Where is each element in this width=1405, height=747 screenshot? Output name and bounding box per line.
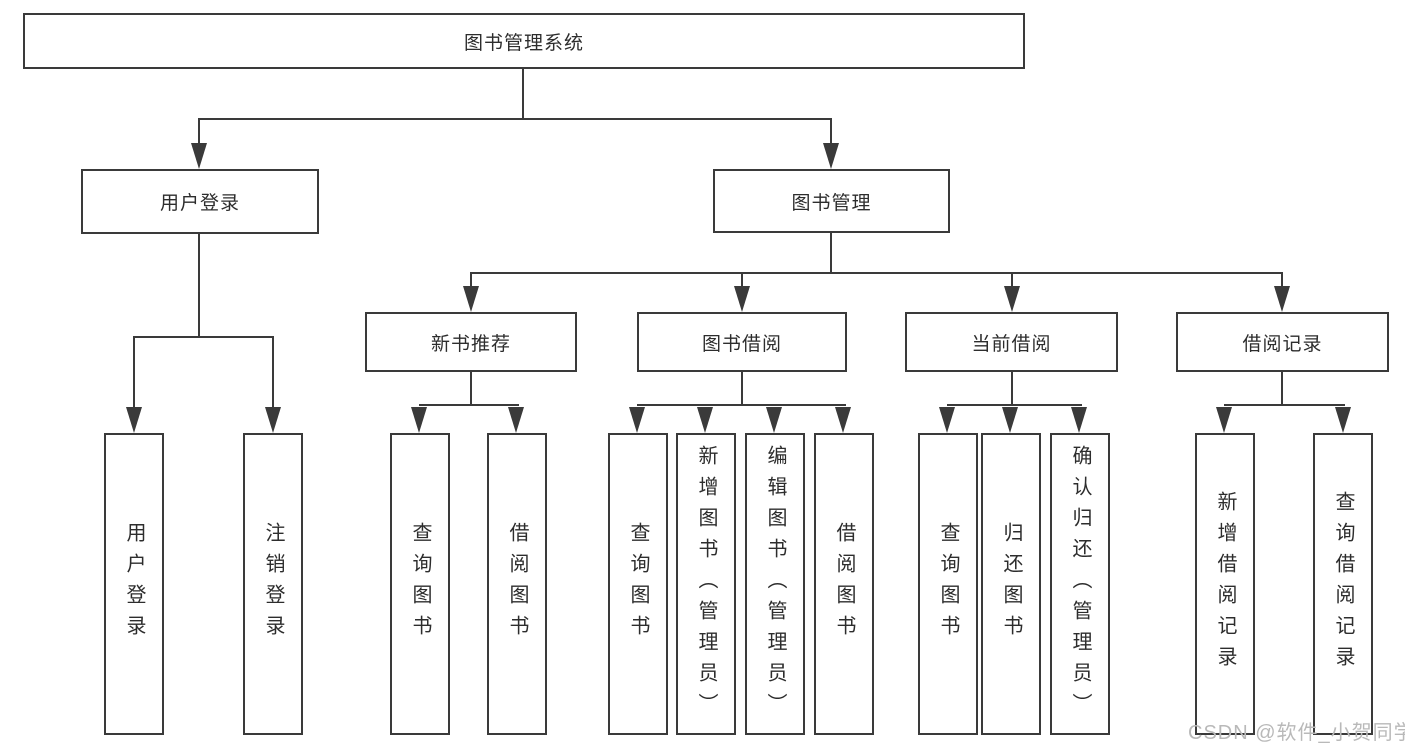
node-label: 图书管理 bbox=[791, 192, 872, 214]
node-label: 当前借阅 bbox=[971, 333, 1052, 355]
leaf-label: 查询借阅记录 bbox=[1332, 491, 1354, 677]
connector-line bbox=[198, 233, 200, 337]
connector-line bbox=[741, 372, 743, 406]
leaf-borrow-books-recommend: 借阅图书 bbox=[487, 433, 547, 735]
connector-line bbox=[830, 118, 832, 146]
leaf-return-books: 归还图书 bbox=[981, 433, 1041, 735]
csdn-watermark: CSDN @软件_小贺同学 bbox=[1188, 722, 1405, 744]
connector-line bbox=[830, 232, 832, 273]
leaf-borrow-books: 借阅图书 bbox=[814, 433, 874, 735]
connector-line bbox=[198, 118, 832, 120]
arrow-down-icon bbox=[697, 407, 713, 433]
arrow-down-icon bbox=[265, 407, 281, 433]
leaf-label: 新增图书（管理员） bbox=[695, 444, 717, 724]
leaf-label: 确认归还（管理员） bbox=[1069, 444, 1091, 724]
leaf-query-books-current: 查询图书 bbox=[918, 433, 978, 735]
arrow-down-icon bbox=[411, 407, 427, 433]
arrow-down-icon bbox=[1216, 407, 1232, 433]
leaf-label: 归还图书 bbox=[1000, 522, 1022, 646]
leaf-edit-books-admin: 编辑图书（管理员） bbox=[745, 433, 805, 735]
node-library-system: 图书管理系统 bbox=[23, 13, 1025, 69]
node-label: 图书借阅 bbox=[701, 333, 782, 355]
connector-line bbox=[1011, 372, 1013, 406]
arrow-down-icon bbox=[463, 286, 479, 312]
leaf-label: 借阅图书 bbox=[833, 522, 855, 646]
arrow-down-icon bbox=[126, 407, 142, 433]
leaf-label: 用户登录 bbox=[123, 522, 145, 646]
connector-line bbox=[1224, 404, 1345, 406]
arrow-down-icon bbox=[734, 286, 750, 312]
connector-line bbox=[470, 272, 472, 294]
connector-line bbox=[522, 69, 524, 119]
leaf-label: 借阅图书 bbox=[506, 522, 528, 646]
leaf-label: 注销登录 bbox=[262, 522, 284, 646]
arrow-down-icon bbox=[835, 407, 851, 433]
arrow-down-icon bbox=[191, 143, 207, 169]
node-user-login-branch: 用户登录 bbox=[81, 169, 319, 234]
connector-line bbox=[470, 372, 472, 406]
connector-line bbox=[637, 404, 846, 406]
connector-line bbox=[1281, 372, 1283, 406]
connector-line bbox=[1011, 272, 1013, 294]
connector-line bbox=[272, 336, 274, 411]
leaf-label: 查询图书 bbox=[409, 522, 431, 646]
leaf-logout: 注销登录 bbox=[243, 433, 303, 735]
arrow-down-icon bbox=[939, 407, 955, 433]
node-borrow-records: 借阅记录 bbox=[1176, 312, 1389, 372]
node-book-management: 图书管理 bbox=[713, 169, 950, 233]
arrow-down-icon bbox=[1071, 407, 1087, 433]
arrow-down-icon bbox=[766, 407, 782, 433]
leaf-query-books-borrowing: 查询图书 bbox=[608, 433, 668, 735]
arrow-down-icon bbox=[823, 143, 839, 169]
node-label: 图书管理系统 bbox=[463, 32, 584, 54]
arrow-down-icon bbox=[629, 407, 645, 433]
connector-line bbox=[133, 336, 274, 338]
arrow-down-icon bbox=[1274, 286, 1290, 312]
arrow-down-icon bbox=[1335, 407, 1351, 433]
node-label: 用户登录 bbox=[159, 193, 240, 214]
leaf-label: 编辑图书（管理员） bbox=[764, 444, 786, 724]
arrow-down-icon bbox=[1004, 286, 1020, 312]
leaf-query-books-recommend: 查询图书 bbox=[390, 433, 450, 735]
connector-line bbox=[947, 404, 1082, 406]
connector-line bbox=[1281, 272, 1283, 294]
leaf-add-books-admin: 新增图书（管理员） bbox=[676, 433, 736, 735]
connector-line bbox=[419, 404, 519, 406]
connector-line bbox=[133, 336, 135, 411]
leaf-confirm-return-admin: 确认归还（管理员） bbox=[1050, 433, 1110, 735]
leaf-add-borrow-record: 新增借阅记录 bbox=[1195, 433, 1255, 735]
arrow-down-icon bbox=[1002, 407, 1018, 433]
leaf-label: 查询图书 bbox=[627, 522, 649, 646]
leaf-label: 查询图书 bbox=[937, 522, 959, 646]
arrow-down-icon bbox=[508, 407, 524, 433]
connector-line bbox=[741, 272, 743, 294]
leaf-user-login: 用户登录 bbox=[104, 433, 164, 735]
node-label: 新书推荐 bbox=[430, 333, 511, 355]
leaf-query-borrow-record: 查询借阅记录 bbox=[1313, 433, 1373, 735]
node-label: 借阅记录 bbox=[1242, 333, 1323, 355]
node-new-book-recommend: 新书推荐 bbox=[365, 312, 577, 372]
connector-line bbox=[470, 272, 1283, 274]
node-current-borrowing: 当前借阅 bbox=[905, 312, 1118, 372]
connector-line bbox=[198, 118, 200, 146]
node-book-borrowing: 图书借阅 bbox=[637, 312, 847, 372]
leaf-label: 新增借阅记录 bbox=[1214, 491, 1236, 677]
